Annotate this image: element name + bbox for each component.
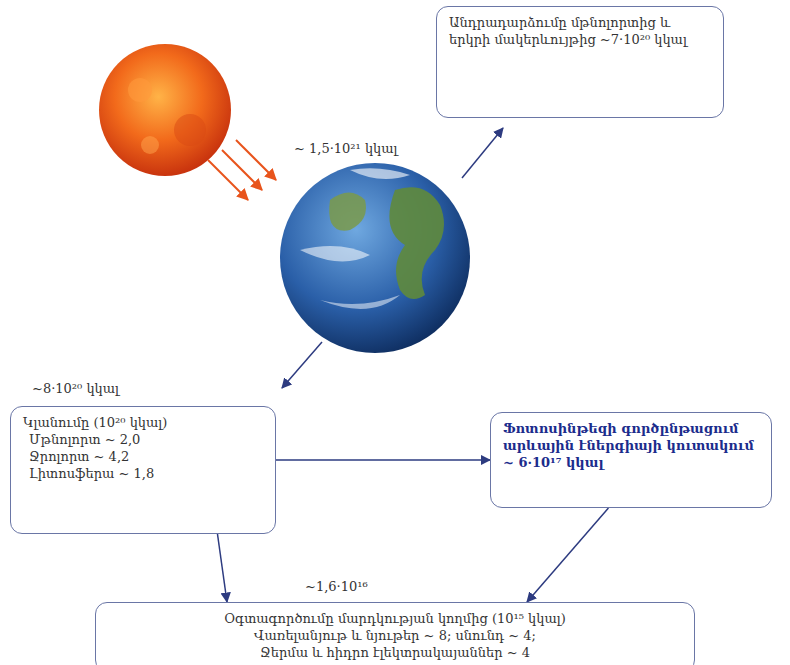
box-line: Ջերմա և հիդրո էլեկտրակայաններ ~ 4 [108, 645, 682, 662]
box-line: Մթնոլորտ ~ 2,0 [23, 432, 263, 449]
energy-value: ~1,6·10¹⁶ [302, 579, 371, 596]
absorption-box: ~8·10²⁰ կկալԿլանումը (10²⁰ կկալ)Մթնոլորտ… [10, 406, 276, 534]
flow-arrow [276, 459, 490, 461]
sun-rays [208, 140, 276, 200]
box-heading: Անդրադարձումը մթնոլորտից և երկրի մակերևո… [449, 15, 711, 49]
flow-arrow [527, 508, 608, 602]
flow-arrow [217, 534, 227, 602]
box-line: Ջրոլորտ ~ 4,2 [23, 449, 263, 466]
human-use-box: ~1,6·10¹⁶Օգտագործումը մարդկության կողմից… [95, 602, 695, 665]
energy-value: ~ 1,5·10²¹ կկալ [292, 141, 400, 156]
box-heading: Ֆոտոսինթեզի գործընթացում արևային էներգիա… [503, 421, 759, 472]
energy-arrows [282, 128, 503, 388]
earth [280, 163, 470, 353]
photosynthesis-box: Ֆոտոսինթեզի գործընթացում արևային էներգիա… [490, 412, 772, 508]
box-line: Վառելանյութ և նյութեր ~ 8; սնունդ ~ 4; [108, 628, 682, 645]
box-heading: Օգտագործումը մարդկության կողմից (10¹⁵ կկ… [108, 611, 682, 628]
sun [99, 44, 231, 176]
box-line: Լիտոսֆերա ~ 1,8 [23, 466, 263, 483]
energy-value: ~8·10²⁰ կկալ [29, 381, 122, 398]
box-heading: Կլանումը (10²⁰ կկալ) [23, 415, 263, 432]
reflection-box: Անդրադարձումը մթնոլորտից և երկրի մակերևո… [436, 6, 724, 118]
